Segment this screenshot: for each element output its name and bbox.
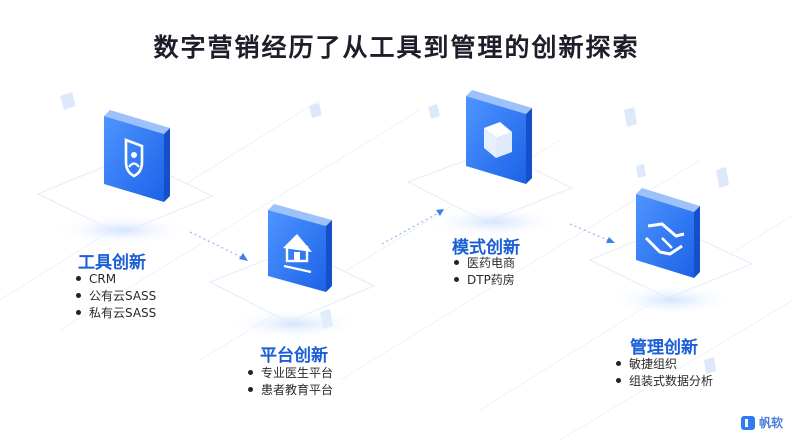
stage-title-model: 模式创新: [452, 238, 520, 258]
list-item: 组装式数据分析: [616, 373, 713, 390]
bullet-icon: [76, 276, 81, 281]
bullet-icon: [454, 277, 459, 282]
list-item: 私有云SASS: [76, 305, 156, 322]
bullet-icon: [76, 293, 81, 298]
box-icon: [466, 90, 532, 184]
stage-title-platform: 平台创新: [260, 346, 328, 366]
slide-title: 数字营销经历了从工具到管理的创新探索: [153, 33, 640, 62]
list-item: CRM: [76, 271, 156, 288]
handshake-icon: [636, 188, 700, 278]
bullet-icon: [454, 260, 459, 265]
list-item: 敏捷组织: [616, 356, 713, 373]
decor-squares: [60, 92, 729, 374]
bullet-icon: [76, 310, 81, 315]
list-item: 公有云SASS: [76, 288, 156, 305]
list-item: DTP药房: [454, 272, 515, 289]
logo-icon: [741, 415, 755, 430]
list-item: 患者教育平台: [248, 382, 333, 399]
brand-logo: 帆软: [741, 414, 783, 431]
list-item: 医药电商: [454, 255, 515, 272]
shield-person-icon: [104, 110, 170, 202]
stage-list-management: 敏捷组织 组装式数据分析: [616, 356, 713, 390]
logo-text: 帆软: [759, 416, 784, 430]
bullet-icon: [616, 378, 621, 383]
stage-list-platform: 专业医生平台 患者教育平台: [248, 365, 333, 399]
bullet-icon: [616, 361, 621, 366]
arrowheads: [239, 209, 615, 261]
list-item: 专业医生平台: [248, 365, 333, 382]
stage-title-management: 管理创新: [630, 338, 698, 358]
stage-list-model: 医药电商 DTP药房: [454, 255, 515, 289]
bullet-icon: [248, 387, 253, 392]
stage-title-tool: 工具创新: [78, 253, 146, 273]
bullet-icon: [248, 370, 253, 375]
stage-list-tool: CRM 公有云SASS 私有云SASS: [76, 271, 156, 322]
house-icon: [268, 204, 332, 292]
connectors: [189, 211, 611, 259]
